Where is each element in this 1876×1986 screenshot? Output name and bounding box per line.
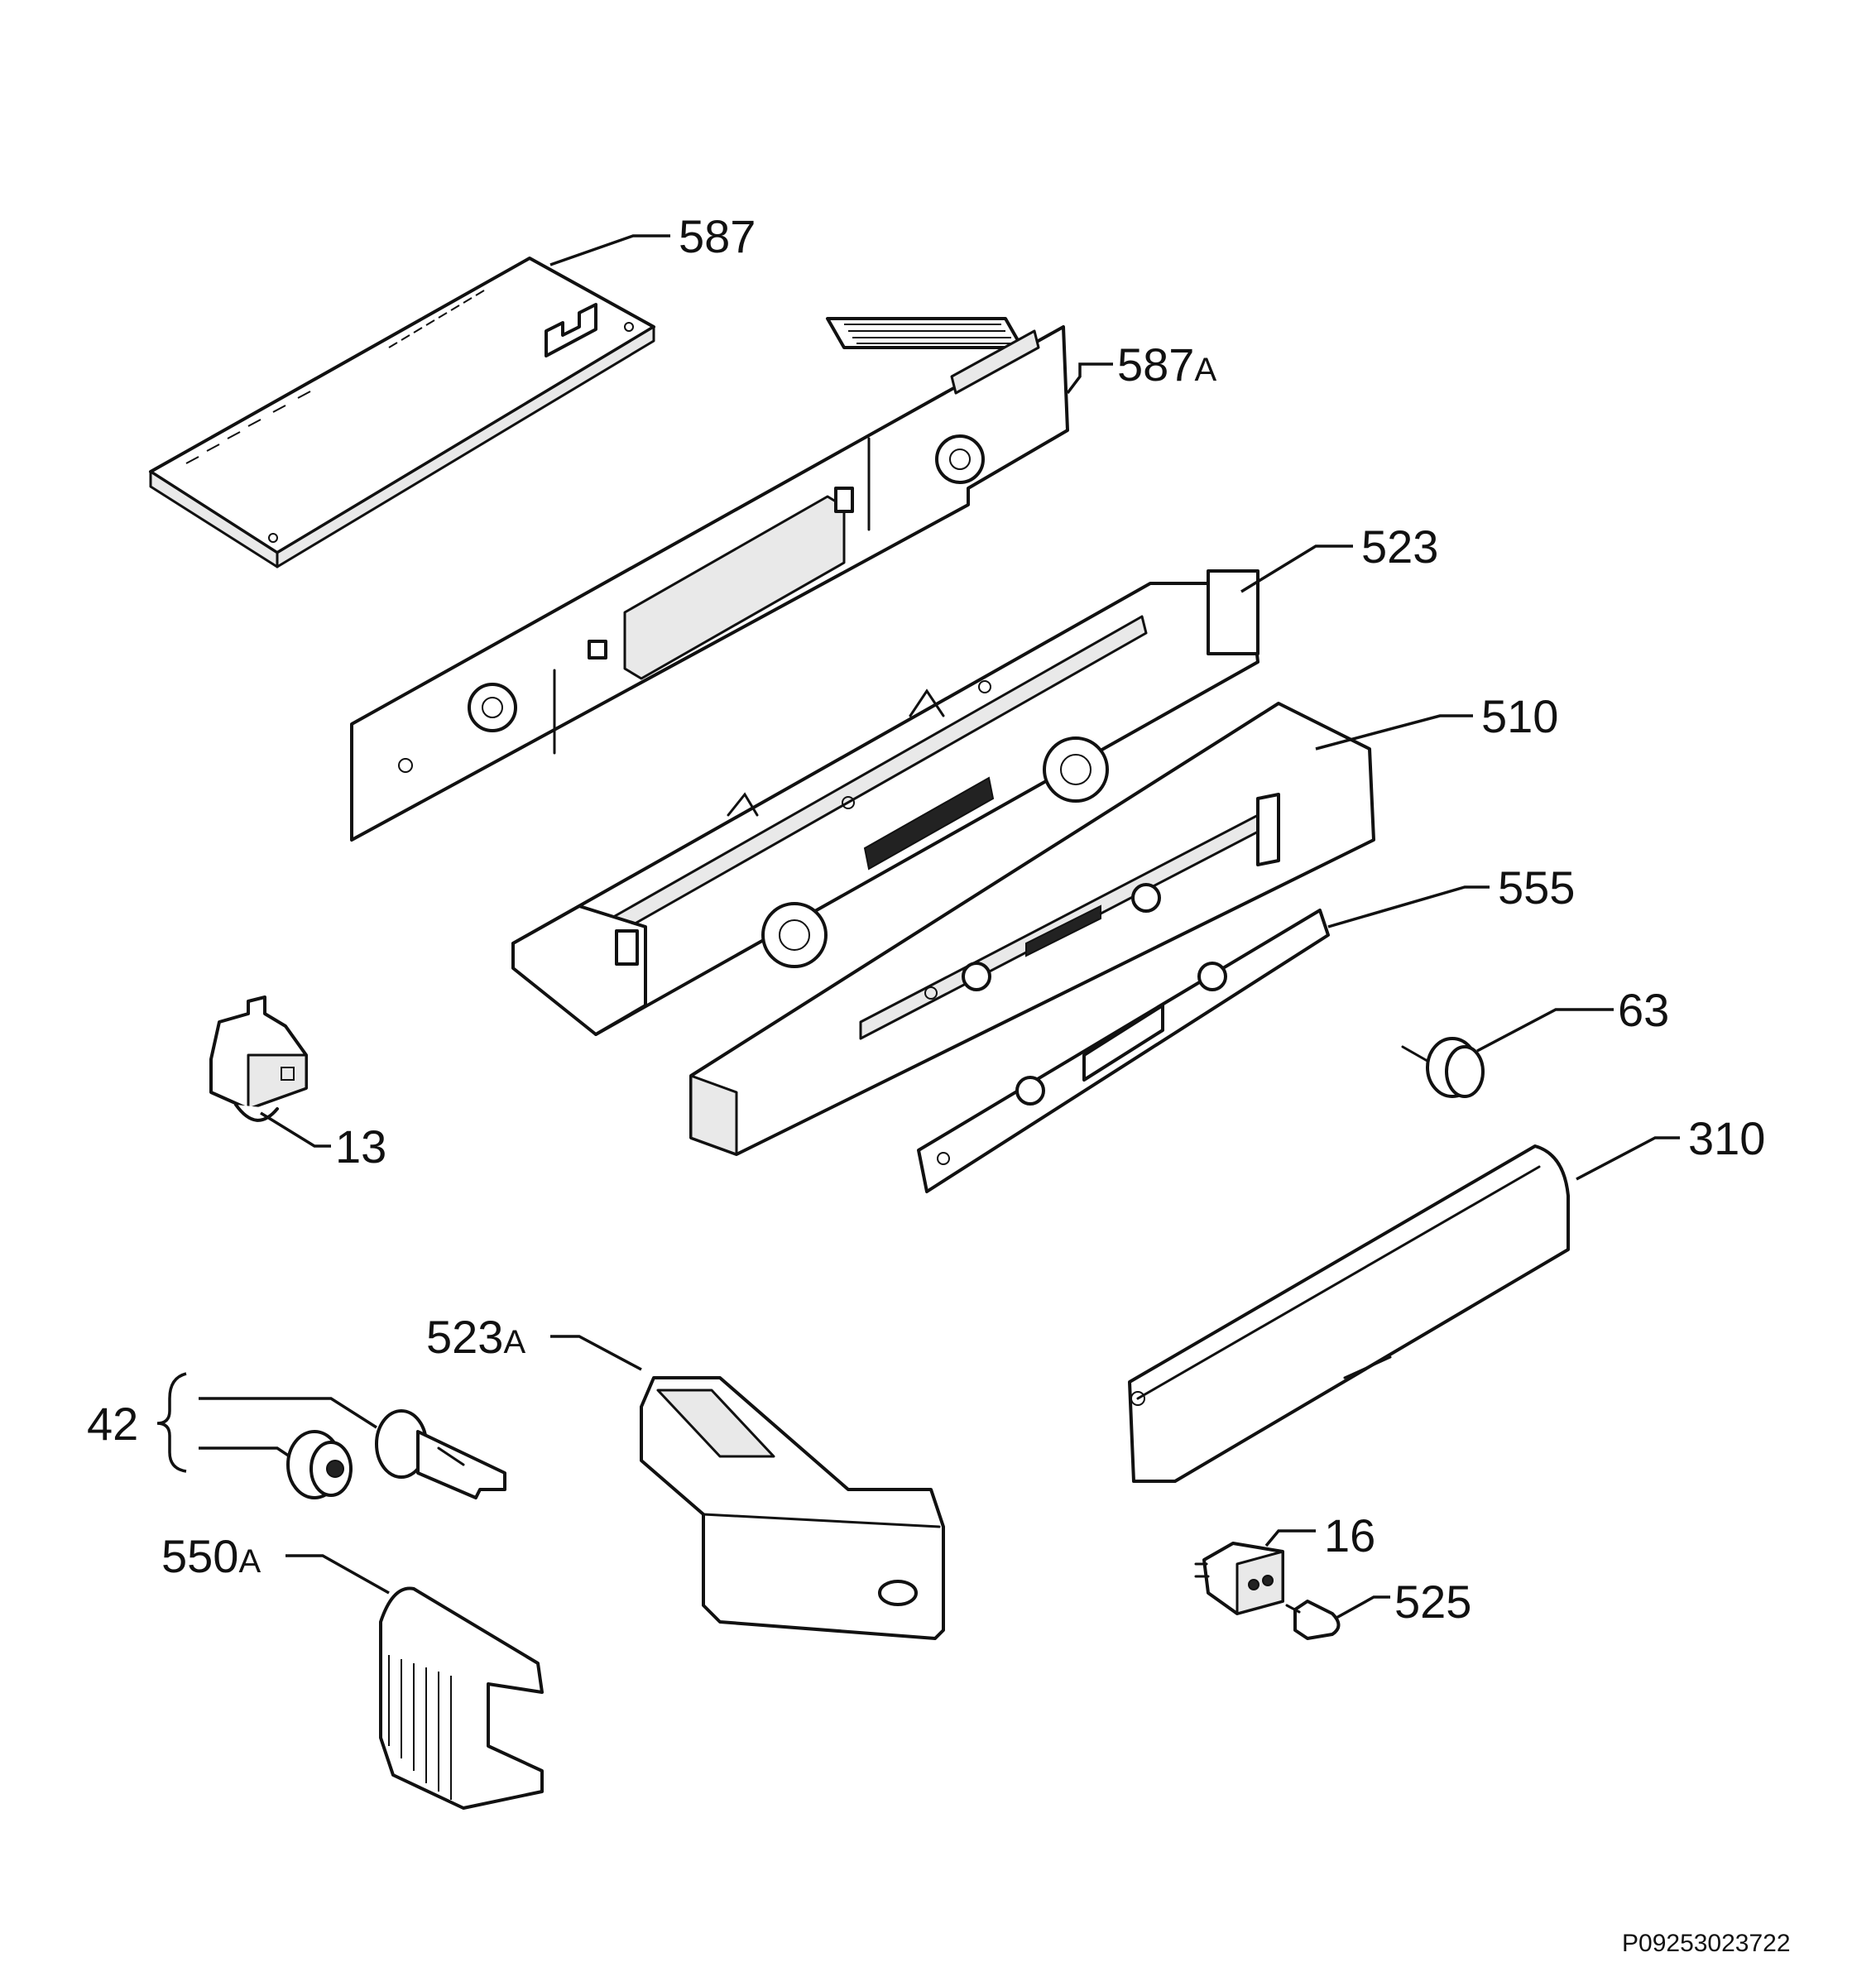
callout-523a: 523A: [426, 1311, 525, 1363]
part-523-housing-frame: [511, 569, 1259, 1036]
callout-555: 555: [1498, 861, 1575, 914]
part-555-label-strip: [917, 909, 1330, 1193]
callout-523: 523: [1361, 520, 1438, 573]
callout-labels: 587 587A 523 510 555 63 13 310 523A 42 5…: [87, 210, 1765, 1628]
part-587a-display-board: [350, 317, 1069, 842]
part-550a-side-cap: [379, 1586, 544, 1810]
callout-510: 510: [1481, 690, 1558, 742]
part-13-switch: [209, 995, 308, 1122]
callout-587a-suffix: A: [1194, 352, 1216, 388]
part-525-lamp: [1285, 1600, 1341, 1640]
part-523a-end-cap: [640, 1376, 945, 1640]
part-510-front-panel: [689, 702, 1375, 1156]
callout-13: 13: [335, 1120, 386, 1173]
part-310-handle-cover: [1128, 1144, 1570, 1483]
callout-587a: 587A: [1117, 338, 1216, 391]
part-16-rocker-switch: [1194, 1542, 1284, 1615]
callout-550a-suffix: A: [238, 1543, 261, 1580]
callout-310: 310: [1688, 1112, 1765, 1164]
part-63-knob: [1401, 1037, 1485, 1098]
callout-523a-suffix: A: [503, 1324, 525, 1360]
callout-587: 587: [679, 210, 756, 262]
part-42-coupling-set: [286, 1409, 506, 1499]
callout-525: 525: [1394, 1576, 1471, 1628]
part-587-circuit-board: [149, 257, 655, 568]
callout-63: 63: [1618, 984, 1669, 1036]
leader-lines: [156, 234, 1680, 1619]
reference-code: P09253023722: [1622, 1930, 1791, 1957]
callout-550a: 550A: [161, 1530, 261, 1582]
callout-16: 16: [1324, 1509, 1375, 1561]
callout-42: 42: [87, 1398, 138, 1450]
